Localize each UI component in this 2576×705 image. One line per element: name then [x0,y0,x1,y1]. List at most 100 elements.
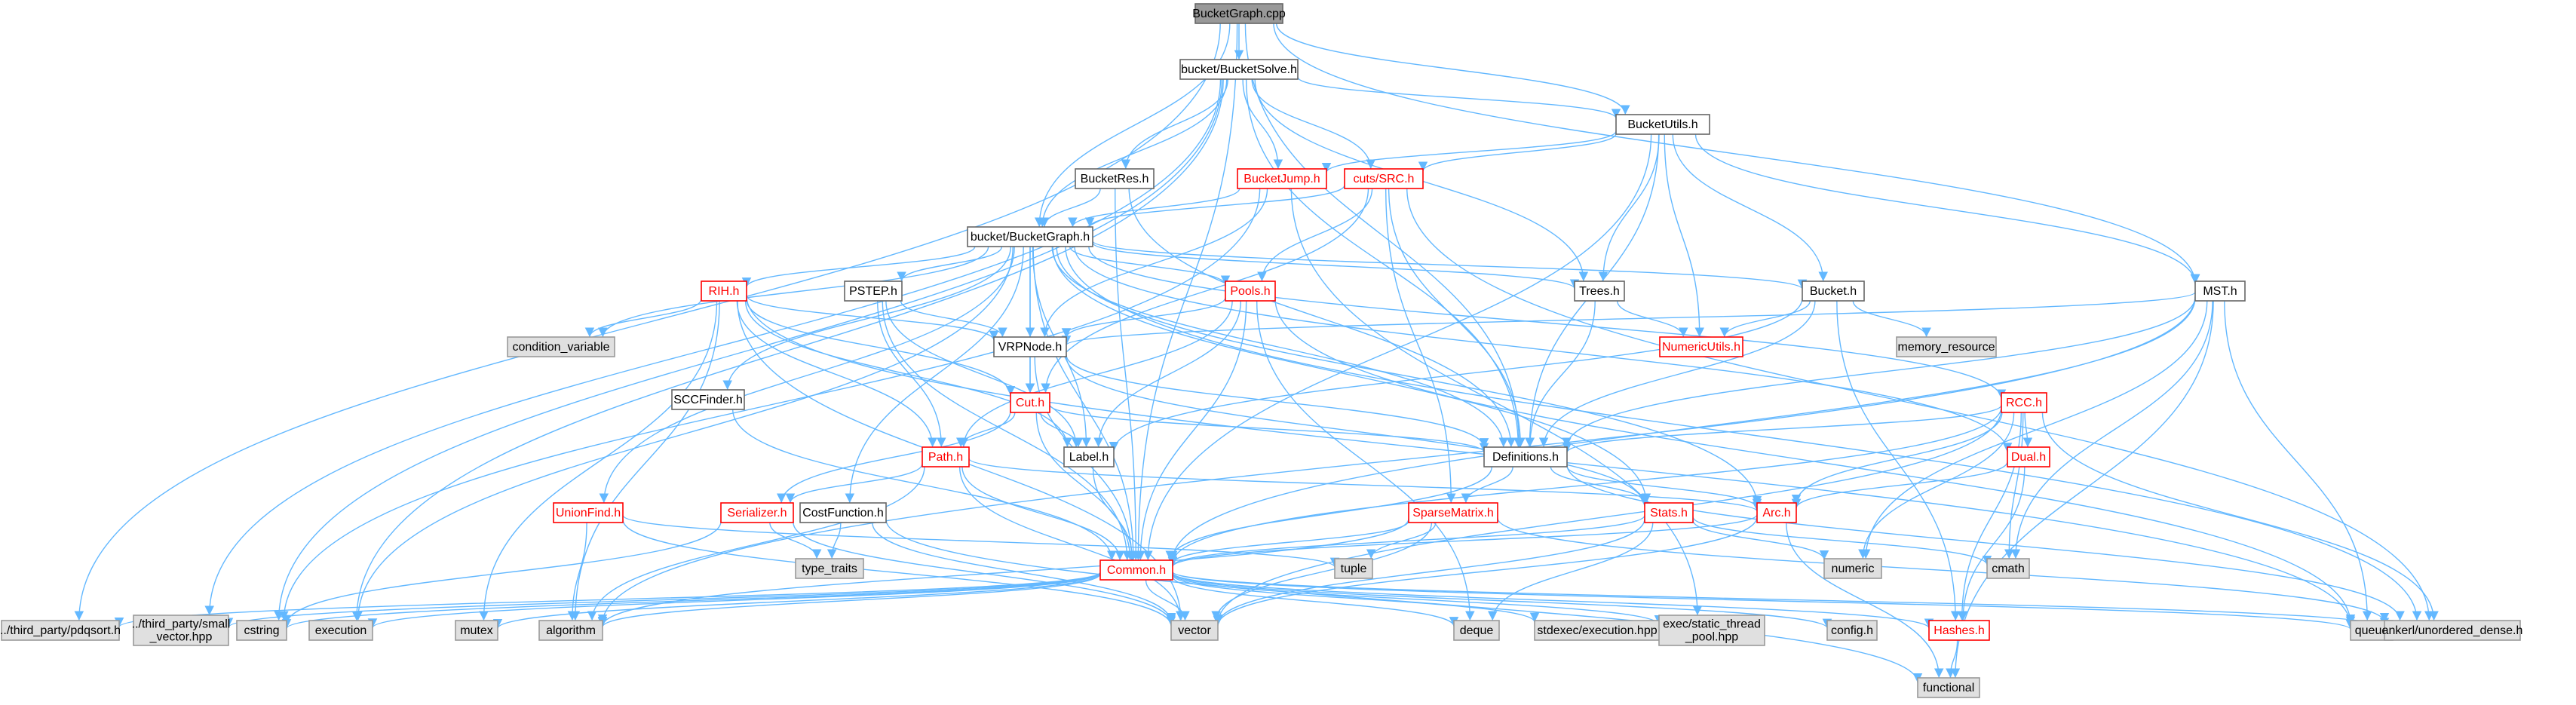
edge-bucketgraph-to-arc [1056,246,1762,506]
node-box-costfunction[interactable] [799,502,887,523]
node-cutssrc[interactable]: cuts/SRC.h [1344,168,1424,189]
node-box-tuple[interactable] [1334,558,1373,579]
node-box-pdqsort[interactable] [1,620,120,641]
node-box-memres[interactable] [1896,336,1997,357]
node-msth[interactable]: MST.h [2194,280,2246,302]
node-box-sparsematrix[interactable] [1408,502,1498,523]
node-rih[interactable]: RIH.h [701,280,747,302]
node-box-unionfind[interactable] [553,502,624,523]
node-box-mutex[interactable] [455,620,498,641]
node-deque[interactable]: deque [1453,620,1500,641]
node-root[interactable]: BucketGraph.cpp [1192,3,1286,24]
node-box-dual[interactable] [2007,446,2050,467]
node-sccfinder[interactable]: SCCFinder.h [671,389,745,410]
node-box-rih[interactable] [701,280,747,302]
node-definitions[interactable]: Definitions.h [1483,446,1568,467]
node-vrpnode[interactable]: VRPNode.h [993,336,1067,357]
node-numeric[interactable]: numeric [1823,558,1882,579]
node-bucketsolve[interactable]: bucket/BucketSolve.h [1179,59,1299,80]
node-box-bucketjump[interactable] [1237,168,1327,189]
node-pools[interactable]: Pools.h [1225,280,1276,302]
node-trees[interactable]: Trees.h [1574,280,1625,302]
node-pdqsort[interactable]: ../third_party/pdqsort.h [0,620,121,641]
node-box-buckethdr[interactable] [1802,280,1865,302]
node-unionfind[interactable]: UnionFind.h [553,502,624,523]
node-box-cmath[interactable] [1986,558,2030,579]
node-memres[interactable]: memory_resource [1896,336,1997,357]
node-cut[interactable]: Cut.h [1010,392,1050,413]
node-box-numeric[interactable] [1823,558,1882,579]
node-hashes[interactable]: Hashes.h [1928,620,1990,641]
node-vector[interactable]: vector [1170,620,1219,641]
node-dual[interactable]: Dual.h [2007,446,2050,467]
node-box-hashes[interactable] [1928,620,1990,641]
node-box-bucketres[interactable] [1075,168,1155,189]
node-path[interactable]: Path.h [922,446,970,467]
node-bucketgraph[interactable]: bucket/BucketGraph.h [967,226,1093,247]
node-box-rcc[interactable] [2001,392,2047,413]
node-pstep[interactable]: PSTEP.h [844,280,903,302]
node-box-bucketgraph[interactable] [967,226,1093,247]
node-box-sccfinder[interactable] [671,389,745,410]
node-box-trees[interactable] [1574,280,1625,302]
node-sparsematrix[interactable]: SparseMatrix.h [1408,502,1498,523]
node-bucketutils[interactable]: BucketUtils.h [1615,114,1710,135]
node-mutex[interactable]: mutex [455,620,498,641]
node-arc[interactable]: Arc.h [1756,502,1797,523]
node-box-execution[interactable] [308,620,373,641]
node-algorithm[interactable]: algorithm [538,620,603,641]
node-box-pools[interactable] [1225,280,1276,302]
node-bucketjump[interactable]: BucketJump.h [1237,168,1327,189]
node-cmath[interactable]: cmath [1986,558,2030,579]
node-box-deque[interactable] [1453,620,1500,641]
node-box-exechpool[interactable] [1658,615,1765,646]
node-execution[interactable]: execution [308,620,373,641]
edge-arc-to-common [1167,514,1758,568]
node-box-common[interactable] [1099,559,1173,581]
node-box-configh[interactable] [1826,620,1878,641]
node-exechpool[interactable]: exec/static_thread_pool.hpp [1658,615,1765,646]
edge-sparsematrix-to-vector [1211,522,1433,621]
node-rcc[interactable]: RCC.h [2001,392,2047,413]
node-box-condvar[interactable] [507,336,615,357]
node-box-typetraits[interactable] [795,558,864,579]
node-box-numericutils[interactable] [1659,336,1743,357]
node-labelh[interactable]: Label.h [1063,446,1115,467]
node-configh[interactable]: config.h [1826,620,1878,641]
node-condvar[interactable]: condition_variable [507,336,615,357]
node-box-stats[interactable] [1644,502,1694,523]
node-smallvector[interactable]: ../third_party/small_vector.hpp [132,615,231,646]
node-serializer[interactable]: Serializer.h [720,502,794,523]
node-box-bucketutils[interactable] [1615,114,1710,135]
node-box-cstring[interactable] [236,620,287,641]
node-box-pstep[interactable] [844,280,903,302]
node-box-ankerl[interactable] [2384,620,2521,641]
node-stats[interactable]: Stats.h [1644,502,1694,523]
node-common[interactable]: Common.h [1099,559,1173,581]
node-cstring[interactable]: cstring [236,620,287,641]
node-ankerl[interactable]: ankerl/unordered_dense.h [2382,620,2523,641]
node-box-vector[interactable] [1170,620,1219,641]
node-box-vrpnode[interactable] [993,336,1067,357]
node-numericutils[interactable]: NumericUtils.h [1659,336,1743,357]
node-costfunction[interactable]: CostFunction.h [799,502,887,523]
node-box-labelh[interactable] [1063,446,1115,467]
node-bucketres[interactable]: BucketRes.h [1075,168,1155,189]
node-box-bucketsolve[interactable] [1179,59,1299,80]
node-box-msth[interactable] [2194,280,2246,302]
node-box-smallvector[interactable] [133,615,229,646]
node-box-algorithm[interactable] [538,620,603,641]
node-box-cutssrc[interactable] [1344,168,1424,189]
node-tuple[interactable]: tuple [1334,558,1373,579]
node-box-root[interactable] [1194,3,1283,24]
node-typetraits[interactable]: type_traits [795,558,864,579]
node-stdexec[interactable]: stdexec/execution.hpp [1534,620,1661,641]
node-box-serializer[interactable] [720,502,794,523]
node-box-arc[interactable] [1756,502,1797,523]
node-buckethdr[interactable]: Bucket.h [1802,280,1865,302]
node-box-cut[interactable] [1010,392,1050,413]
node-functional[interactable]: functional [1917,677,1980,698]
node-box-functional[interactable] [1917,677,1980,698]
node-box-definitions[interactable] [1483,446,1568,467]
node-box-path[interactable] [922,446,970,467]
